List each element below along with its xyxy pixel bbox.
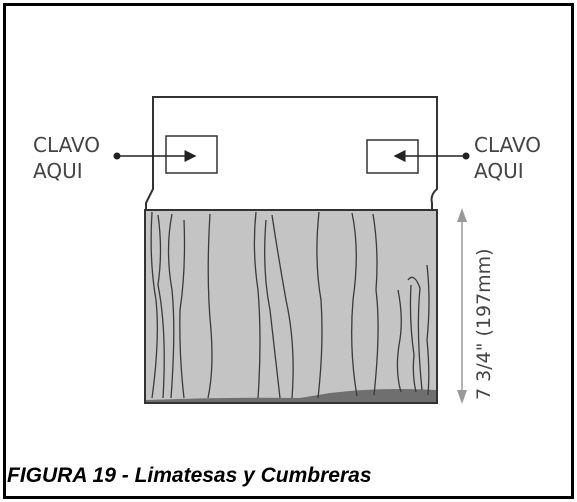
nail-arrow-right — [393, 150, 470, 162]
figure-caption: FIGURA 19 - Limatesas y Cumbreras — [7, 464, 372, 487]
nail-label-right: CLAVO AQUI — [474, 133, 547, 183]
nail-label-left: CLAVO AQUI — [33, 133, 106, 183]
nail-box-left — [165, 135, 218, 174]
nail-arrow-left — [113, 150, 197, 162]
exposure-label: 7 3/4" (197mm) — [473, 248, 495, 400]
exposure-dimension-arrow — [457, 208, 467, 404]
shingle-exposed-area — [144, 209, 438, 404]
